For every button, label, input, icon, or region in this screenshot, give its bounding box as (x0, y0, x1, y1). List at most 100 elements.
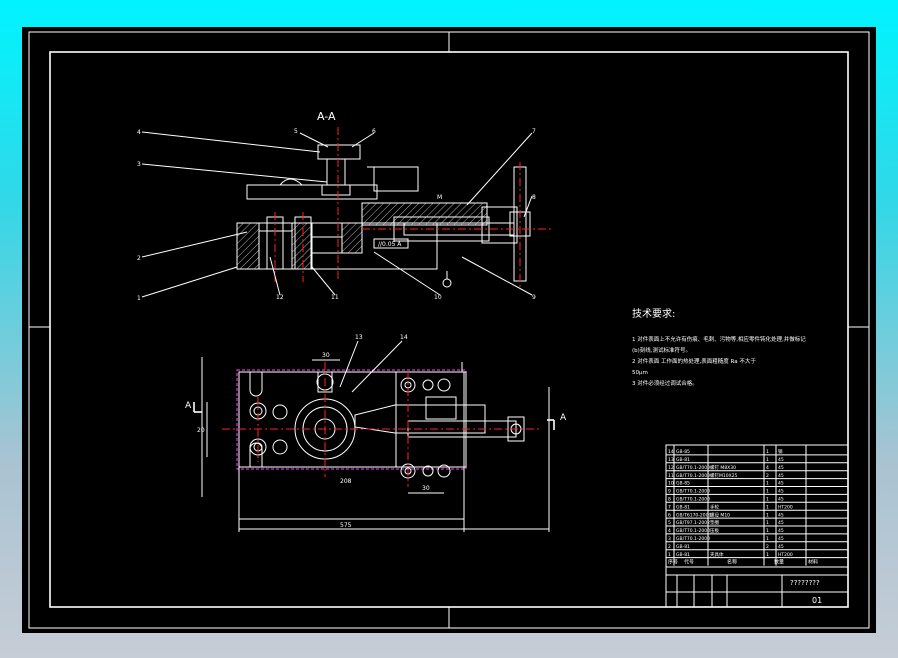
tech-line-4: 50μm (632, 370, 648, 376)
parts-row-cell: 9 (668, 489, 671, 495)
parts-row-cell: 1 (668, 552, 671, 558)
parts-row-cell: GB-81 (676, 552, 690, 558)
parts-row-cell: 13 (668, 457, 674, 463)
leader-12: 12 (276, 294, 284, 301)
parts-row-cell: 螺钉M10X25 (710, 472, 738, 479)
parts-row-cell: 螺母 M10 (710, 511, 730, 518)
parts-row-cell: 1 (766, 512, 769, 518)
tech-title: 技术要求: (632, 307, 675, 320)
leader-13: 13 (355, 334, 363, 341)
dim-30a: 30 (322, 352, 330, 359)
parts-header-cell: 序号 (668, 559, 678, 566)
leader-7: 7 (532, 128, 536, 135)
view-marker-right: A (560, 413, 567, 423)
dim-208: 208 (340, 478, 352, 485)
parts-row-cell: GB/T70.1-2000 (676, 528, 710, 534)
leader-1: 1 (137, 295, 141, 302)
parts-row-cell: 垫圈 (710, 519, 719, 526)
parts-row-cell: 45 (778, 473, 784, 479)
parts-row-cell: 螺钉 M8X30 (710, 464, 736, 471)
parts-row-cell: 45 (778, 457, 784, 463)
parts-row-cell: 45 (778, 489, 784, 495)
leader-10: 10 (434, 294, 442, 301)
leader-8: 8 (532, 194, 536, 201)
parts-row-cell: 手轮 (710, 503, 719, 510)
svg-text:M: M (437, 194, 442, 201)
parts-row-cell: 45 (778, 528, 784, 534)
parts-row-cell: 2 (766, 473, 769, 479)
parts-row-cell: GB/T70.1-2000 (676, 489, 710, 495)
dim-20: 20 (197, 427, 205, 434)
parts-row-cell: 6 (668, 512, 671, 518)
parts-row-cell: 45 (778, 465, 784, 471)
parts-row-cell: 2 (766, 544, 769, 550)
parts-row-cell: 1 (766, 457, 769, 463)
parts-row-cell: 14 (668, 449, 674, 455)
view-marker-left: A (185, 401, 192, 411)
tech-line-5: 3 对件必须经过调试合格。 (632, 379, 698, 387)
parts-row-cell: 11 (668, 473, 674, 479)
leader-lines-top (141, 131, 533, 298)
parts-row-cell: GB-81 (676, 457, 690, 463)
leader-4: 4 (137, 129, 141, 136)
parts-row-cell: 1 (766, 481, 769, 487)
parts-row-cell: 45 (778, 512, 784, 518)
parts-row-cell: 45 (778, 536, 784, 542)
parts-row-cell: GB-85 (676, 449, 690, 455)
cad-drawing: A-A //0.05 A M (28, 31, 870, 629)
parts-row-cell: 钢 (778, 448, 783, 455)
dim-575: 575 (340, 522, 352, 529)
parts-row-cell: GB/T70.1-2000 (676, 465, 710, 471)
leader-11: 11 (331, 294, 339, 301)
parts-row-cell: GB/T97.1-2002 (676, 520, 710, 526)
leader-5: 5 (294, 128, 298, 135)
plan-view (201, 357, 550, 532)
parts-row-cell: 45 (778, 497, 784, 503)
outer-frame (28, 31, 870, 629)
parts-header-cell: 代号 (684, 559, 694, 566)
parts-row-cell: 45 (778, 544, 784, 550)
parts-row-cell: 1 (766, 449, 769, 455)
drawing-number: 01 (812, 596, 822, 605)
parts-row-cell: 3 (668, 536, 671, 542)
parts-row-cell: 10 (668, 481, 674, 487)
leader-9: 9 (532, 294, 536, 301)
parts-row-cell: 压板 (710, 527, 719, 534)
title-name-cell: ???????? (790, 579, 820, 587)
parts-header-cell: 数量 (774, 559, 784, 566)
parts-row-cell: 1 (766, 504, 769, 510)
parts-row-cell: GB-85 (676, 481, 690, 487)
parts-row-cell: 1 (766, 489, 769, 495)
tech-line-3: 2 对件表面 工作面的热处理,表面粗糙度 Ra 不大于 (632, 357, 756, 365)
parts-row-cell: GB-81 (676, 544, 690, 550)
parts-row-cell: GB/T70.1-2000 (676, 497, 710, 503)
parts-row-cell: 1 (766, 552, 769, 558)
parts-row-cell: HT200 (778, 504, 793, 510)
section-label: A-A (317, 110, 336, 123)
parts-row-cell: 1 (766, 520, 769, 526)
parts-row-cell: 5 (668, 520, 671, 526)
dim-30b: 30 (422, 485, 430, 492)
leader-3: 3 (137, 161, 141, 168)
parts-row-cell: HT200 (778, 552, 793, 558)
tech-line-2: (b)刻线,测试标准符号。 (632, 346, 691, 354)
parts-row-cell: 4 (668, 528, 671, 534)
parts-row-cell: 1 (766, 528, 769, 534)
parts-row-cell: GB/T70.1-2000 (676, 536, 710, 542)
svg-text://0.05 A: //0.05 A (378, 241, 402, 248)
parts-row-cell: 7 (668, 504, 671, 510)
parts-row-cell: GB/T70.1-2000 (676, 473, 710, 479)
parts-row-cell: GB/T6170-2000 (676, 512, 712, 518)
parts-row-cell: 45 (778, 481, 784, 487)
leader-6: 6 (372, 128, 376, 135)
parts-row-cell: 8 (668, 497, 671, 503)
parts-row-cell: 1 (766, 497, 769, 503)
leader-2: 2 (137, 255, 141, 262)
parts-header-cell: 名称 (727, 559, 737, 566)
tech-line-1: 1 对件表面上不允许有伤痕、毛刺、污物等,相应零件钝化处理,并做标记 (632, 335, 806, 343)
parts-row-cell: GB-81 (676, 504, 690, 510)
parts-row-cell: 1 (766, 536, 769, 542)
section-view: //0.05 A M (236, 127, 552, 288)
parts-row-cell: 夹具体 (710, 551, 724, 558)
